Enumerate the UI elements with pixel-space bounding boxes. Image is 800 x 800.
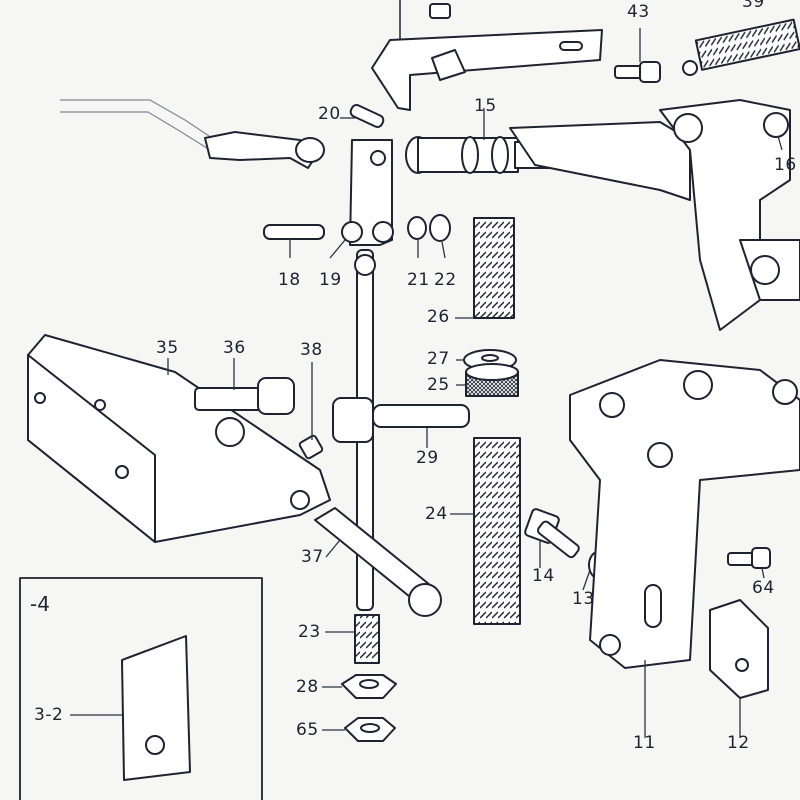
label-16: 16 (774, 155, 797, 175)
part-25-knurled-nut (465, 363, 519, 397)
label-14: 14 (532, 566, 555, 586)
part-12-block (709, 599, 769, 699)
label-12: 12 (727, 733, 750, 753)
label-35: 35 (156, 338, 179, 358)
label-15: 15 (474, 96, 497, 116)
part-64-screw (727, 547, 771, 569)
label-65: 65 (296, 720, 319, 740)
label-28: 28 (296, 677, 319, 697)
part-11-frame (569, 359, 800, 669)
label-27: 27 (427, 349, 450, 369)
ghost-linkage (60, 99, 216, 151)
bracket-pin (431, 49, 466, 81)
label-36: 36 (223, 338, 246, 358)
part-35-block (27, 334, 331, 543)
part-18-pin (263, 224, 325, 240)
label-3-2: 3-2 (34, 705, 64, 725)
label-39: 39 (742, 0, 765, 12)
part-43-screw (614, 61, 661, 83)
center-shaft-eye (354, 254, 376, 276)
part-19-link (341, 139, 394, 246)
label-24: 24 (425, 504, 448, 524)
label-43: 43 (627, 2, 650, 22)
label-21: 21 (407, 270, 430, 290)
part-14-bolt (524, 508, 580, 559)
part-39-spring (682, 18, 800, 76)
inset-title: -4 (30, 592, 50, 616)
part-23-thread (354, 614, 380, 664)
label-22: 22 (434, 270, 457, 290)
label-37: 37 (301, 547, 324, 567)
part-37-arm (314, 507, 442, 617)
inset-box (19, 577, 263, 800)
leader-lines (70, 28, 783, 738)
label-25: 25 (427, 375, 450, 395)
label-64: 64 (752, 578, 775, 598)
part-3-2-plate (121, 635, 191, 781)
linkage-eye (295, 137, 325, 163)
part-29-cross-pin (332, 397, 470, 443)
part-20-pin (349, 104, 385, 128)
label-11: 11 (633, 733, 656, 753)
label-38: 38 (300, 340, 323, 360)
label-13: 13 (572, 589, 595, 609)
label-19: 19 (319, 270, 342, 290)
top-bracket (371, 29, 603, 111)
label-18: 18 (278, 270, 301, 290)
part-24-spring (473, 437, 521, 625)
part-65-nut (344, 717, 396, 742)
part-21-washer (407, 216, 427, 240)
linkage-arm (204, 131, 321, 169)
bracket-screw (429, 3, 451, 19)
label-29: 29 (416, 448, 439, 468)
part-26-spring (473, 217, 515, 319)
part-22-washer (429, 214, 451, 242)
part-36-bolt (194, 377, 295, 415)
label-26: 26 (427, 307, 450, 327)
label-23: 23 (298, 622, 321, 642)
part-38-set-screw (298, 434, 324, 460)
part-16-arm-assembly (509, 99, 800, 331)
bracket-slot (559, 41, 583, 51)
part-28-nut (341, 674, 397, 699)
label-20: 20 (318, 104, 341, 124)
